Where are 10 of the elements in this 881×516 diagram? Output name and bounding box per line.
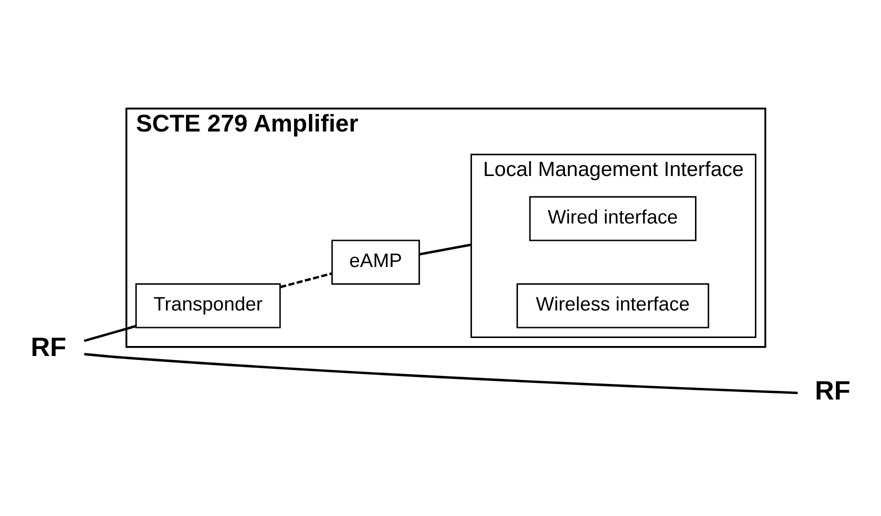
connector — [279, 272, 332, 288]
node-text: RF — [30, 332, 66, 362]
node-box: eAMP — [330, 240, 420, 285]
connector — [83, 324, 136, 342]
connector — [418, 244, 471, 256]
node-text: RF — [814, 376, 850, 406]
node-box: Wired interface — [528, 196, 696, 242]
node-box: Wireless interface — [516, 283, 709, 328]
connector — [84, 352, 798, 394]
node-box: Transponder — [134, 283, 280, 328]
